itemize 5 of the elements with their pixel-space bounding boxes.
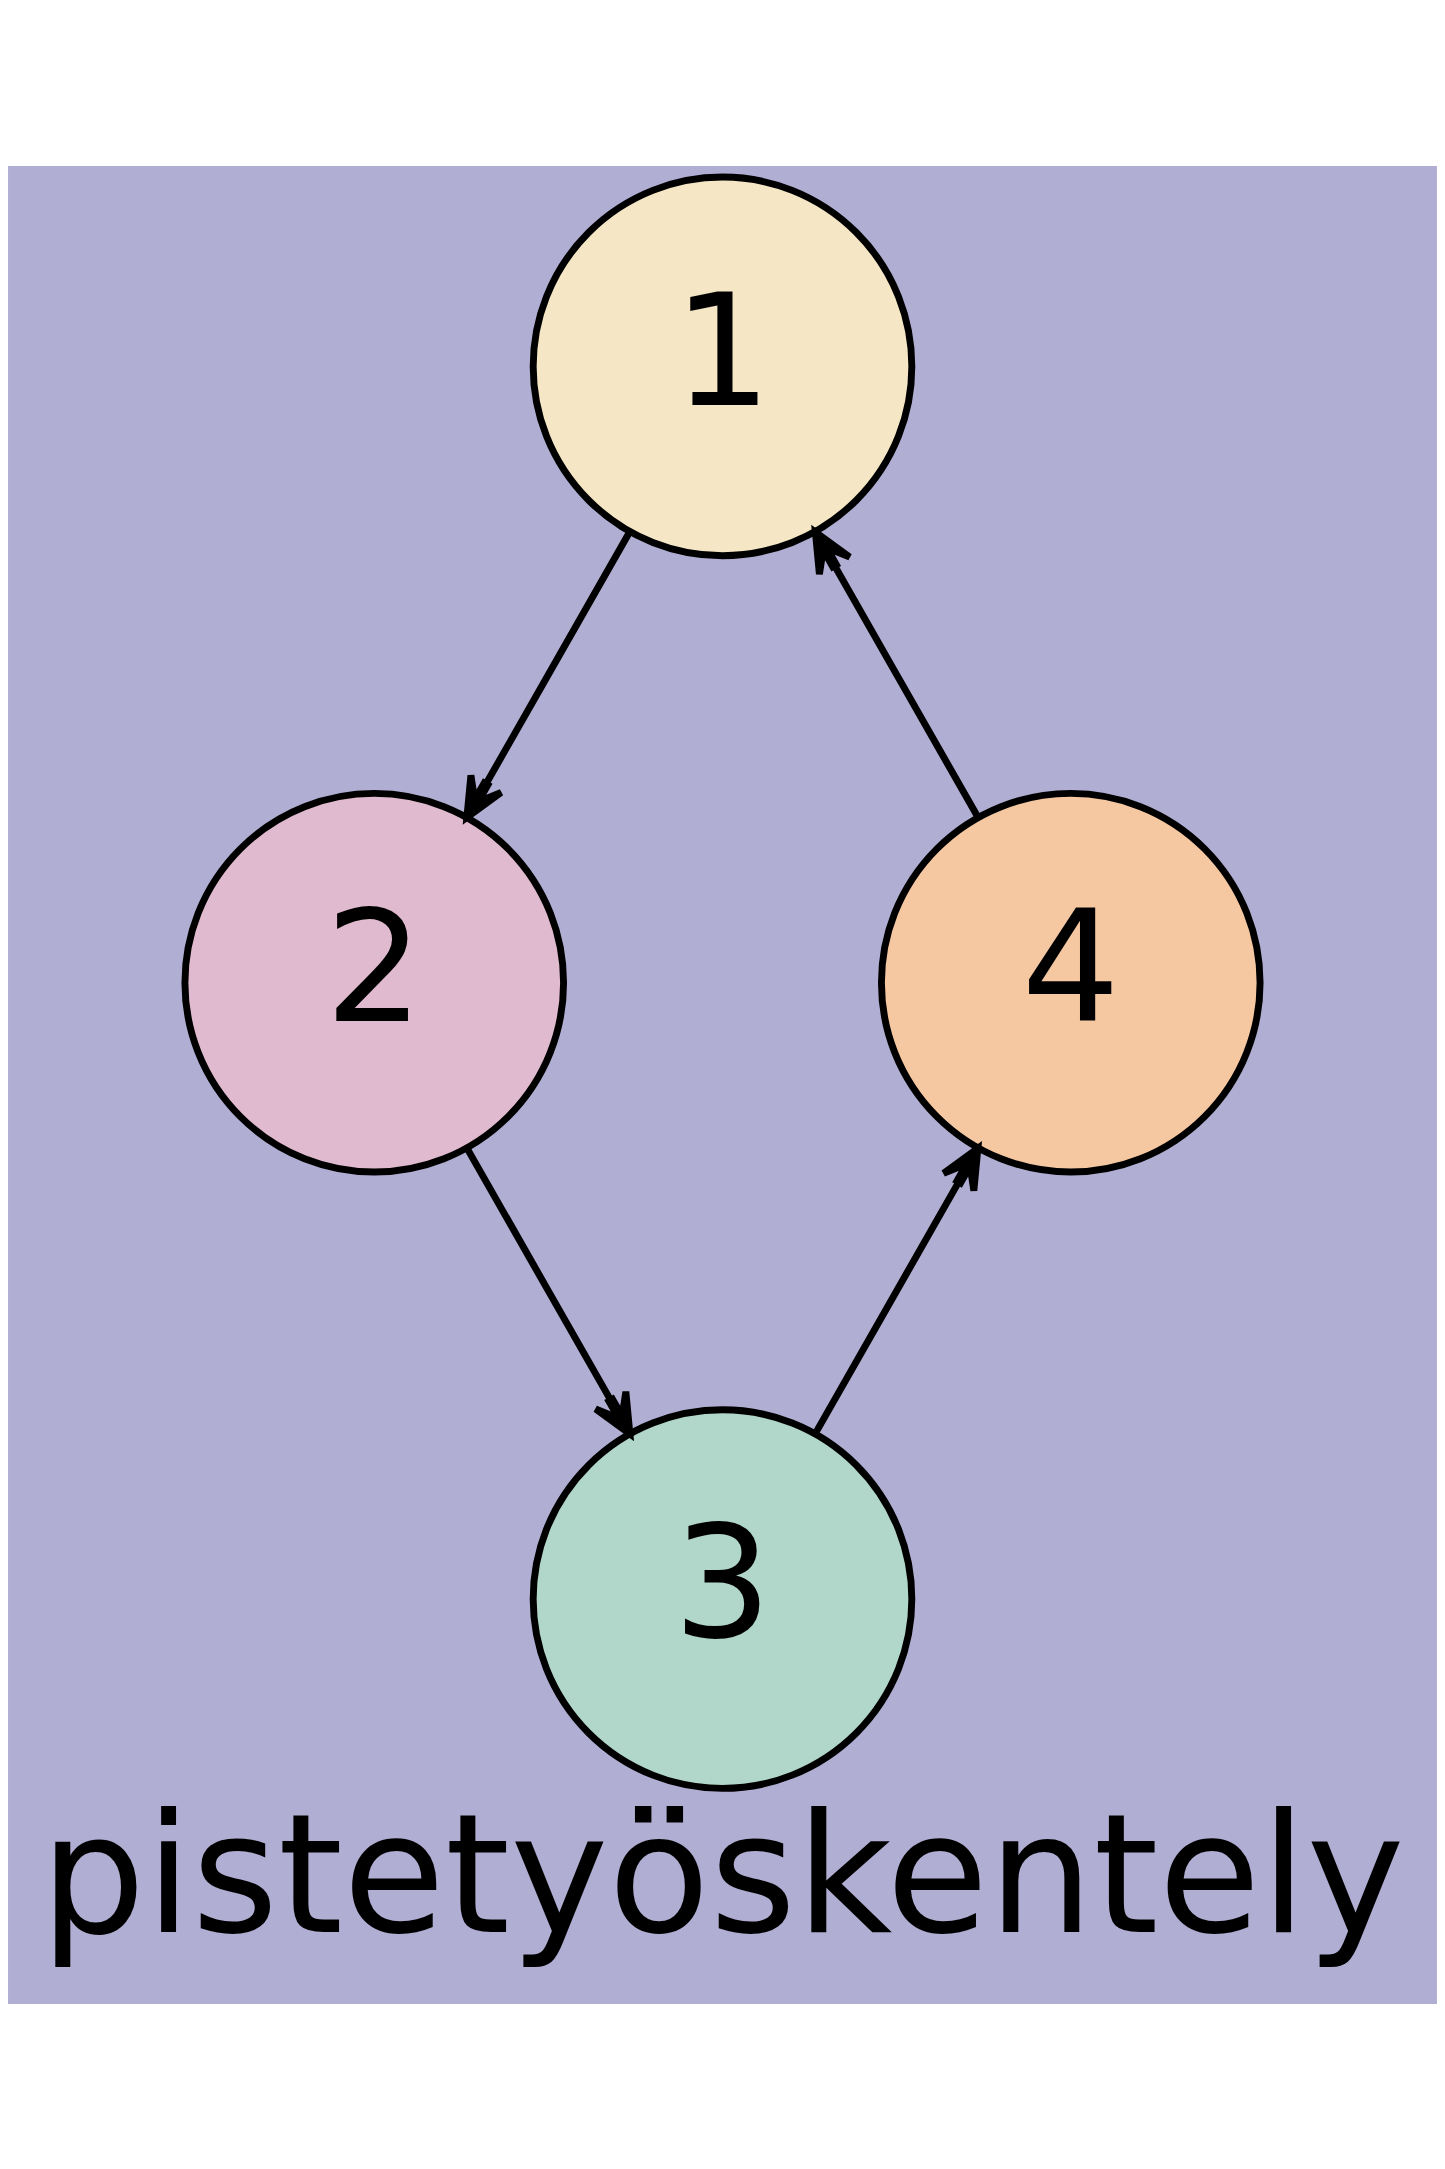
node-circle: 4 [877,789,1264,1175]
node-circle: 2 [181,789,568,1175]
arrow [812,1144,982,1436]
node-circle: 3 [529,1405,916,1792]
node-circle: 1 [529,173,916,559]
